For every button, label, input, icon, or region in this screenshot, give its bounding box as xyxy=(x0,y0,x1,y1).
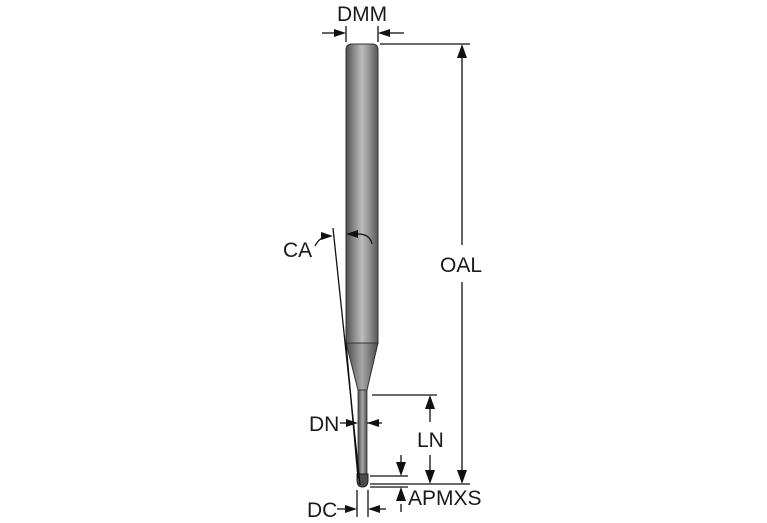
ln-dimension xyxy=(372,394,437,484)
dmm-dimension xyxy=(322,26,404,42)
dn-label: DN xyxy=(309,413,339,436)
dn-dimension xyxy=(340,419,382,427)
oal-dimension xyxy=(370,43,470,485)
ln-label: LN xyxy=(417,429,444,452)
apmxs-label: APMXS xyxy=(408,487,482,510)
ca-dimension xyxy=(314,227,373,486)
dc-dimension xyxy=(337,490,386,517)
dc-label: DC xyxy=(307,499,337,522)
taper xyxy=(345,342,379,391)
ca-label: CA xyxy=(283,239,312,262)
dmm-label: DMM xyxy=(337,3,387,26)
oal-label: OAL xyxy=(440,254,482,277)
neck xyxy=(357,389,368,477)
shank xyxy=(345,43,379,344)
end-mill-tool xyxy=(345,43,379,488)
apmxs-dimension xyxy=(370,455,408,512)
